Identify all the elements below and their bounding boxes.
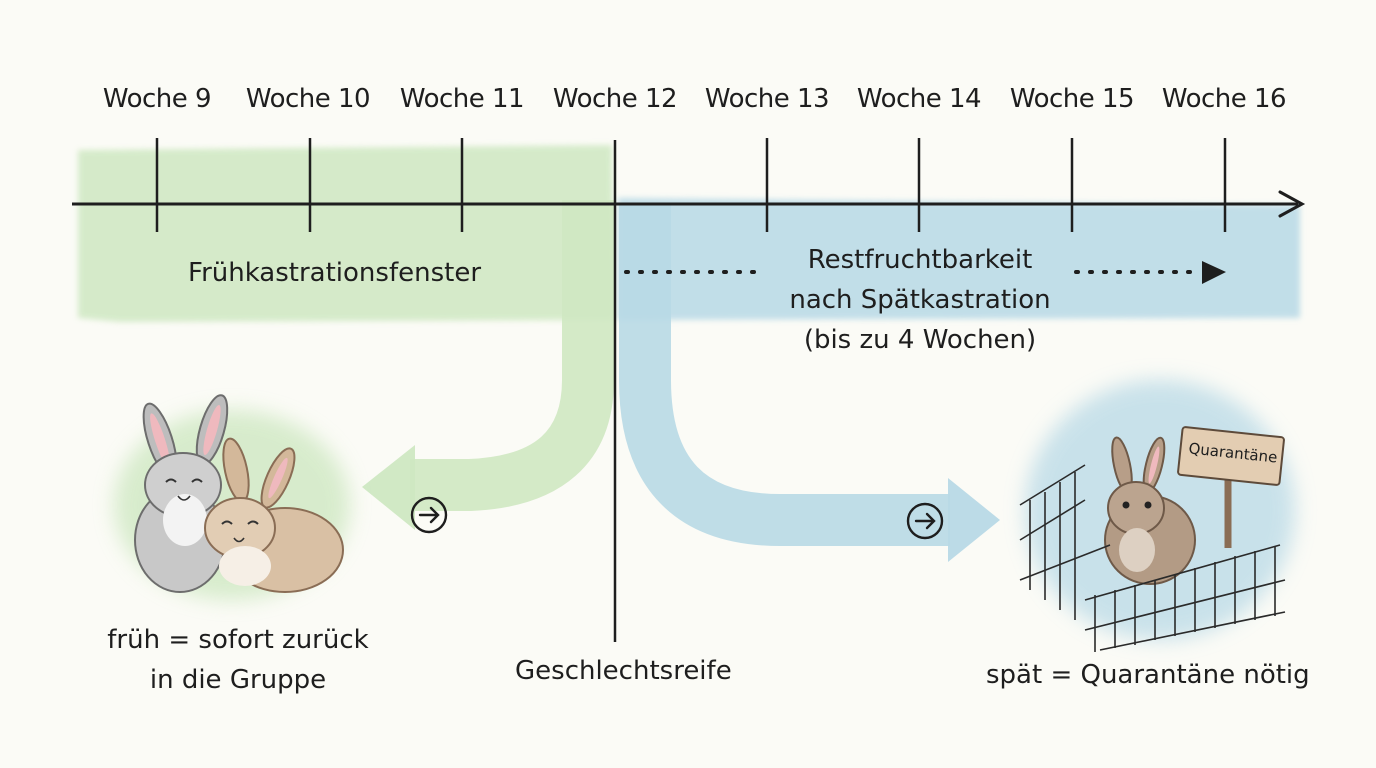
axis-arrow-head [1278, 190, 1306, 218]
week-label: Woche 10 [245, 84, 371, 114]
late-fertility-line2: nach Spätkastration [789, 285, 1051, 315]
week-label: Woche 13 [704, 84, 830, 114]
early-outcome-line1: früh = sofort zurück [107, 625, 369, 655]
quarantine-sign [1177, 426, 1285, 486]
arrow-circle-icon [410, 496, 448, 534]
week-label: Woche 14 [856, 84, 982, 114]
early-curve-arrow [410, 200, 614, 511]
late-fertility-label: Restfruchtbarkeit nach Spätkastration (b… [760, 240, 1080, 360]
maturity-label: Geschlechtsreife [515, 656, 732, 686]
bunny-pair-illustration [114, 394, 350, 600]
late-fertility-line1: Restfruchtbarkeit [807, 245, 1033, 275]
dotted-arrow-head [1202, 261, 1226, 284]
bunny-quarantine-illustration [1019, 380, 1295, 652]
week-ticks [155, 138, 1227, 232]
late-arrow-head [948, 478, 1000, 562]
week-label: Woche 12 [552, 84, 678, 114]
late-fertility-line3: (bis zu 4 Wochen) [803, 325, 1037, 355]
early-outcome-label: früh = sofort zurück in die Gruppe [88, 620, 388, 700]
late-outcome-label: spät = Quarantäne nötig [986, 660, 1310, 690]
early-window-label: Frühkastrationsfenster [188, 258, 482, 288]
week-label: Woche 15 [1009, 84, 1135, 114]
early-window-band [78, 145, 614, 322]
week-label: Woche 11 [399, 84, 525, 114]
early-outcome-line2: in die Gruppe [149, 665, 327, 695]
late-fertility-band [618, 198, 1300, 320]
early-arrow-head [362, 445, 415, 530]
arrow-circle-icon [906, 502, 944, 540]
week-label: Woche 16 [1161, 84, 1287, 114]
late-curve-arrow [619, 205, 950, 546]
week-label: Woche 9 [102, 84, 212, 114]
